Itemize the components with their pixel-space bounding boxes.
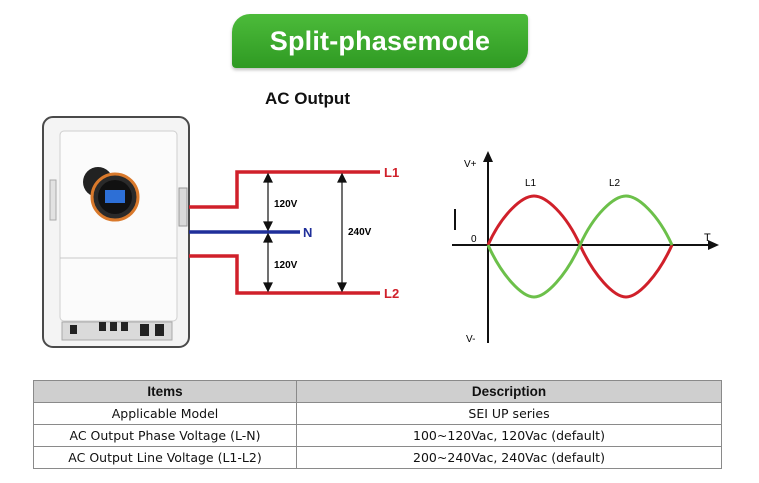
- waveform-l1-label: L1: [525, 178, 537, 189]
- table-cell-description: 100~120Vac, 120Vac (default): [296, 424, 722, 447]
- banner-title: Split-phasemode: [269, 25, 491, 56]
- line-voltage: 240V: [348, 227, 372, 238]
- voltage-arrows: [263, 172, 347, 293]
- column-header-description: Description: [296, 380, 722, 403]
- waveform-l2-label: L2: [609, 178, 621, 189]
- mode-banner: Split-phasemode: [232, 14, 528, 68]
- table-cell-description: SEI UP series: [296, 402, 722, 425]
- table-row: Applicable Model SEI UP series: [33, 402, 722, 425]
- upper-phase-voltage: 120V: [274, 199, 298, 210]
- spec-table: Items Description Applicable Model SEI U…: [33, 380, 722, 469]
- l1-wire: [189, 170, 380, 209]
- t-label: T: [704, 232, 711, 244]
- v-minus-label: V-: [466, 334, 475, 345]
- table-row: AC Output Line Voltage (L1-L2) 200~240Va…: [33, 446, 722, 469]
- table-header-row: Items Description: [33, 380, 722, 403]
- column-header-items: Items: [33, 380, 297, 403]
- table-cell-description: 200~240Vac, 240Vac (default): [296, 446, 722, 469]
- l2-label: L2: [384, 286, 399, 301]
- table-cell-item: AC Output Line Voltage (L1-L2): [33, 446, 297, 469]
- l2-waveform: [486, 194, 674, 299]
- origin-label: 0: [471, 234, 477, 245]
- lower-phase-voltage: 120V: [274, 260, 298, 271]
- table-row: AC Output Phase Voltage (L-N) 100~120Vac…: [33, 424, 722, 447]
- l2-wire: [189, 254, 380, 295]
- wiring-and-waveform-diagram: L1 N L2 120V 120V 240V V+ V- 0 T L1 L2: [42, 116, 719, 348]
- table-cell-item: AC Output Phase Voltage (L-N): [33, 424, 297, 447]
- wiring-lines: [189, 170, 380, 295]
- v-plus-label: V+: [464, 159, 477, 170]
- table-cell-item: Applicable Model: [33, 402, 297, 425]
- inverter-illustration: [42, 116, 190, 348]
- n-label: N: [303, 225, 312, 240]
- section-title: AC Output: [265, 89, 350, 108]
- l1-label: L1: [384, 165, 399, 180]
- waveform-axes: [452, 151, 719, 343]
